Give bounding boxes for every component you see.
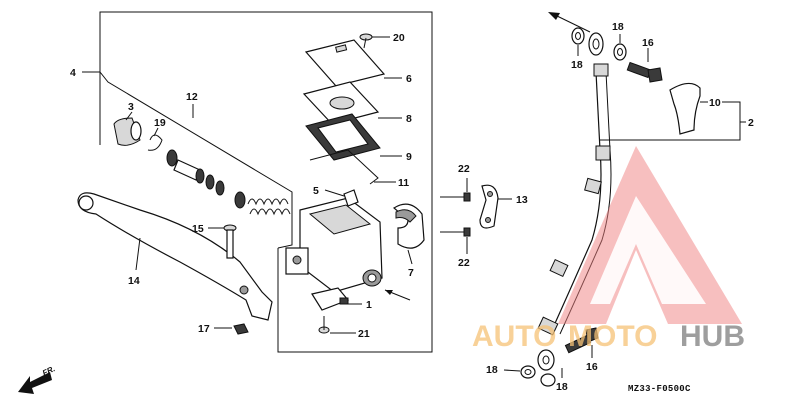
- cap-plate: [302, 81, 380, 125]
- callout-21: 21: [358, 328, 370, 340]
- bolt-cover: [669, 82, 701, 135]
- return-spring: [247, 198, 291, 216]
- banjo-fitting-upper: [588, 32, 604, 56]
- watermark-text-2: MOTO: [568, 320, 657, 353]
- callout-4: 4: [70, 67, 76, 79]
- callout-19: 19: [154, 117, 166, 129]
- brake-lever: [77, 192, 273, 321]
- callout-12: 12: [186, 91, 198, 103]
- callout-7: 7: [408, 267, 414, 279]
- upper-arrow-line: [554, 14, 591, 33]
- drawing-code: MZ33-F0500C: [628, 384, 691, 394]
- callout-5: 5: [313, 185, 319, 197]
- leader-14: [135, 237, 141, 271]
- sealing-washer-3: [520, 365, 536, 379]
- sealing-washer-1: [571, 27, 585, 45]
- leader-2: [600, 101, 741, 141]
- callout-20: 20: [393, 32, 405, 44]
- circlip: [147, 134, 163, 151]
- callout-18-upper-left: 18: [571, 59, 583, 71]
- callout-16-upper: 16: [642, 37, 654, 49]
- piston: [166, 149, 246, 209]
- callout-6: 6: [406, 73, 412, 85]
- master-cylinder-holder: [392, 203, 425, 249]
- bracket-bolt-upper: [440, 192, 471, 202]
- callout-11: 11: [398, 177, 409, 189]
- leader-3: [125, 111, 133, 121]
- assembly-frame: [99, 11, 433, 353]
- front-direction-arrow: [18, 372, 52, 394]
- callout-13: 13: [516, 194, 528, 206]
- banjo-fitting-lower: [537, 349, 555, 371]
- leader-5: [324, 189, 345, 197]
- reservoir-cap: [304, 39, 386, 87]
- leader-7: [407, 249, 413, 265]
- diaphragm: [305, 113, 381, 161]
- callout-1: 1: [366, 299, 372, 311]
- watermark-text-3: HUB: [680, 320, 745, 353]
- callout-14: 14: [128, 275, 140, 287]
- callout-22-lower: 22: [458, 257, 470, 269]
- callout-17: 17: [198, 323, 210, 335]
- arrow-head: [385, 290, 393, 295]
- callout-10: 10: [709, 97, 721, 109]
- pivot-nut: [233, 323, 249, 335]
- sealing-washer-4: [540, 373, 556, 387]
- oil-bolt-upper: [626, 61, 663, 83]
- front-direction-label: FR.: [41, 364, 56, 378]
- float-ring: [309, 149, 379, 185]
- callout-18-lower-left: 18: [486, 364, 498, 376]
- callout-18-upper-right: 18: [612, 21, 624, 33]
- upper-arrow-head: [548, 12, 560, 20]
- leader-18c: [503, 369, 521, 372]
- oil-bolt-lower: [564, 327, 599, 354]
- kit-frame: [99, 70, 293, 249]
- leader-19: [153, 127, 159, 137]
- callout-2: 2: [748, 117, 754, 129]
- brake-light-switch: [311, 287, 349, 311]
- dust-boot: [113, 117, 142, 146]
- master-cylinder-body: [285, 189, 383, 293]
- callout-3: 3: [128, 101, 134, 113]
- sealing-washer-2: [613, 43, 627, 61]
- watermark-text-1: AUTO: [472, 320, 556, 353]
- callout-18-lower-right: 18: [556, 381, 568, 393]
- callout-9: 9: [406, 151, 412, 163]
- bracket-bolt-lower: [440, 227, 471, 237]
- callout-8: 8: [406, 113, 412, 125]
- pivot-bolt: [223, 224, 237, 259]
- cap-screw: [359, 33, 373, 49]
- callout-16-lower: 16: [586, 361, 598, 373]
- callout-15: 15: [192, 223, 204, 235]
- mirror-bracket: [479, 184, 499, 229]
- watermark-logo: [558, 146, 742, 324]
- switch-screw: [318, 316, 330, 334]
- callout-22-upper: 22: [458, 163, 470, 175]
- brake-hose: [537, 63, 612, 336]
